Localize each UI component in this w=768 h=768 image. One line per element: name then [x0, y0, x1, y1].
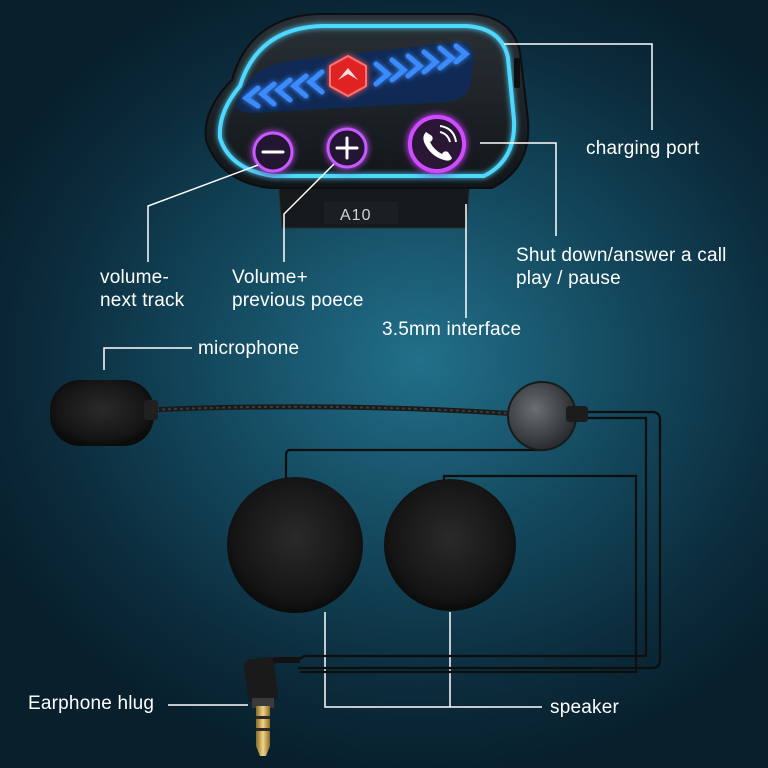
model-plate: [324, 202, 398, 224]
shut-down-label: Shut down/answer a call play / pause: [516, 245, 727, 289]
volume-plus-button[interactable]: [325, 126, 369, 170]
charging-port-label: charging port: [586, 138, 700, 159]
speaker-left: [227, 477, 363, 613]
volume-minus-label: volume- next track: [100, 267, 185, 311]
bluetooth-headset-unit: [204, 13, 530, 229]
led-chevrons-right: [373, 43, 471, 87]
call-button[interactable]: [407, 114, 467, 174]
volume-plus-label: Volume+ previous poece: [232, 267, 364, 311]
mount-disc: [507, 381, 588, 451]
microphone-foam: [50, 380, 158, 446]
led-chevrons-left: [241, 69, 325, 109]
hexagon-logo-icon: [329, 54, 367, 98]
earphone-plug: [243, 656, 300, 756]
volume-minus-button[interactable]: [251, 130, 295, 174]
model-label: A10: [340, 207, 372, 224]
speaker-label: speaker: [550, 697, 619, 718]
callout-lines: [103, 43, 653, 708]
speaker-right: [384, 479, 516, 611]
earphone-plug-label: Earphone hlug: [28, 693, 155, 714]
microphone-assembly: [50, 380, 662, 674]
plus-icon: [335, 136, 359, 160]
phone-icon: [423, 125, 457, 161]
cyan-light-ring: [217, 24, 517, 178]
interface-label: 3.5mm interface: [382, 319, 522, 340]
microphone-label: microphone: [198, 338, 300, 359]
